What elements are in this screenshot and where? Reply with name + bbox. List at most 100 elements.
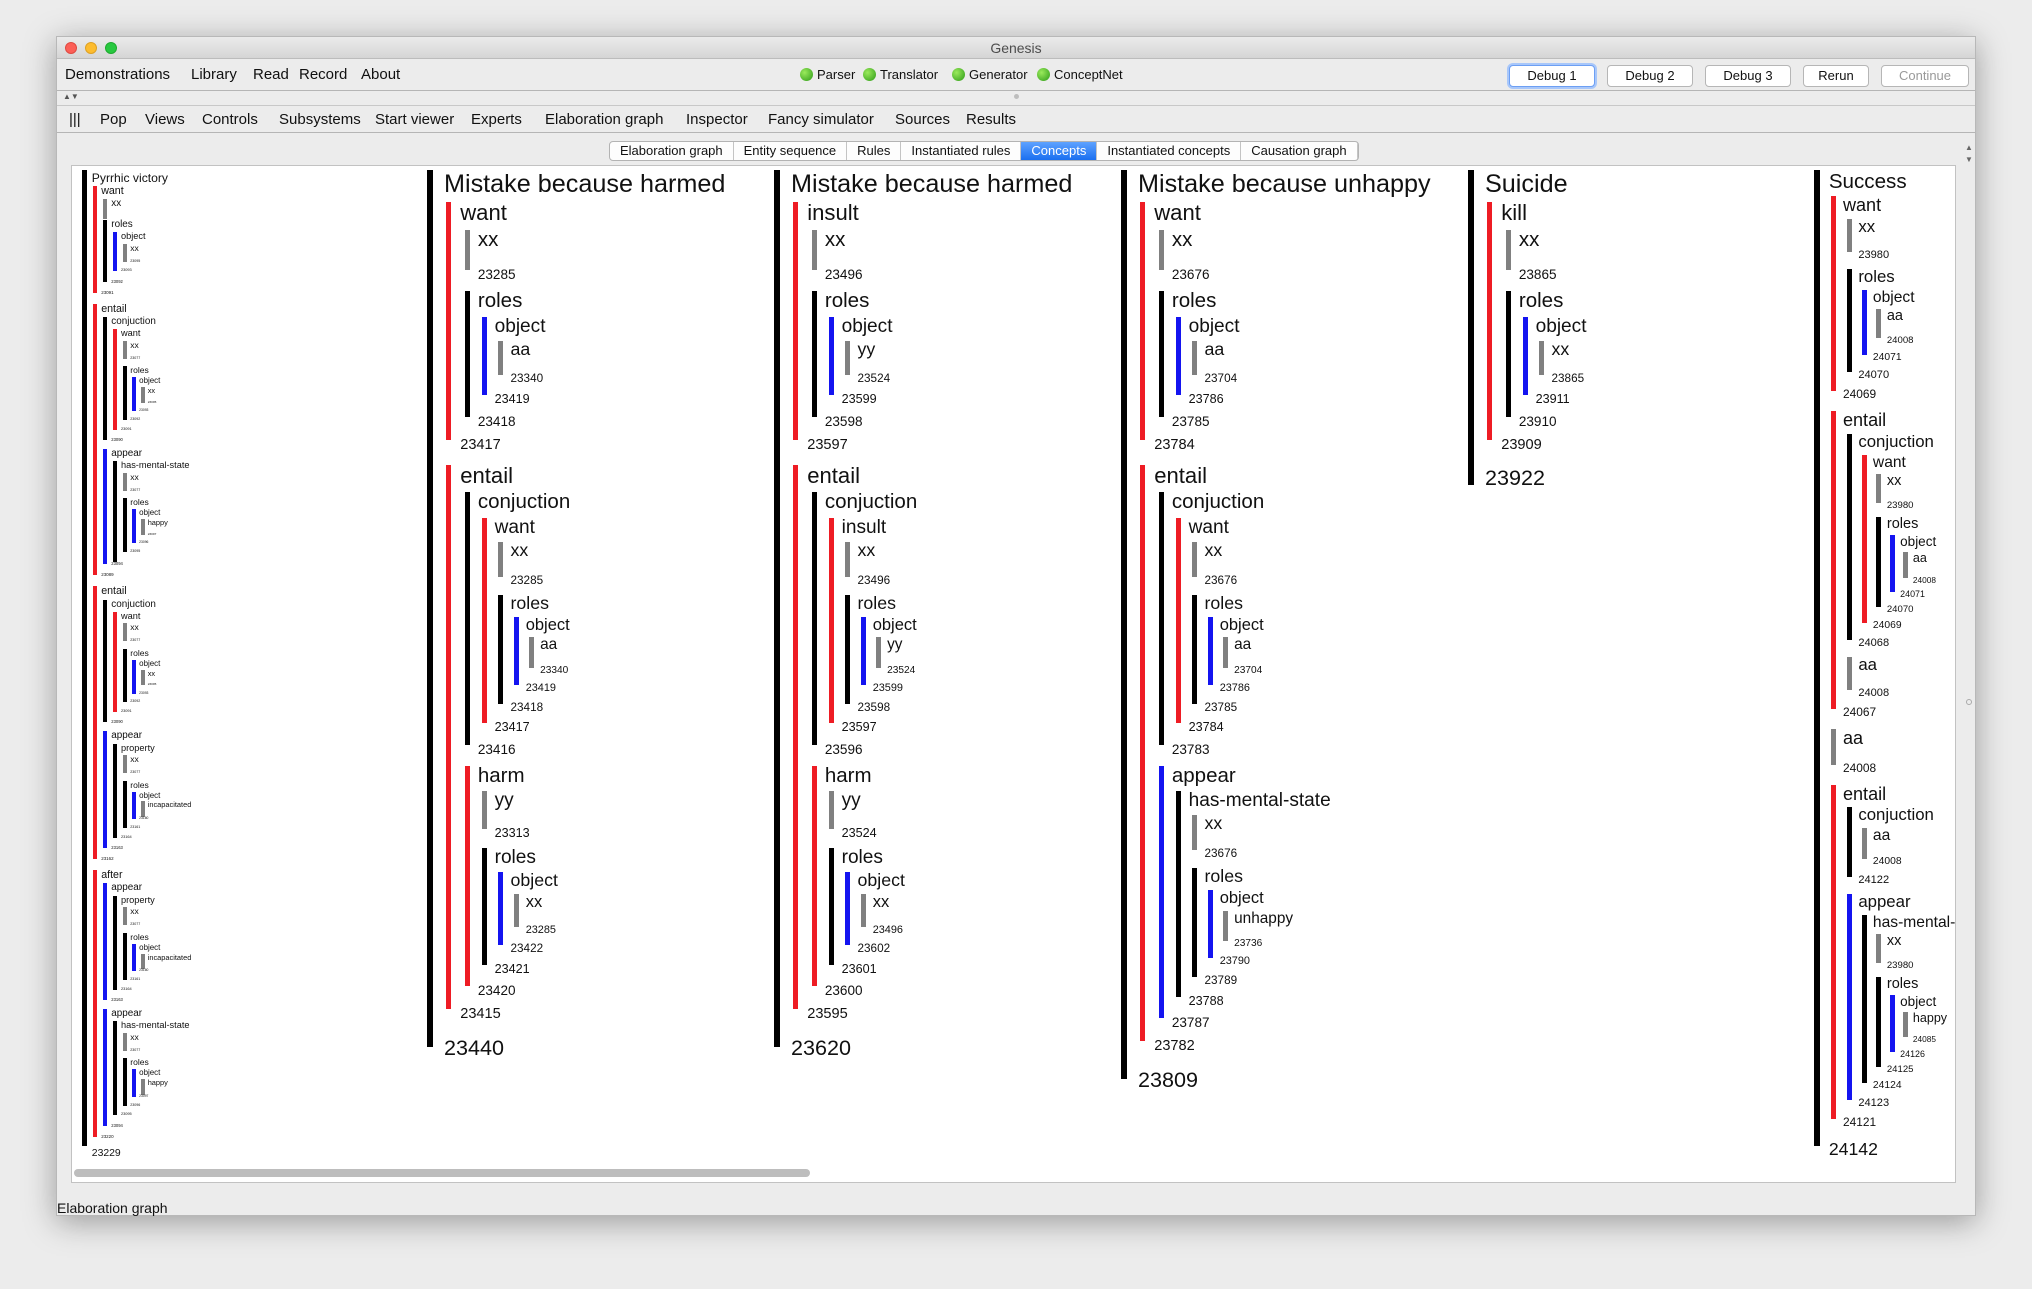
tree-node-label: conjuction xyxy=(111,316,156,328)
nav-sources[interactable]: Sources xyxy=(895,111,951,128)
menu-record[interactable]: Record xyxy=(299,66,348,83)
rerun-button[interactable]: Rerun xyxy=(1803,65,1869,87)
tree-bar-gray xyxy=(122,472,127,491)
menu-about[interactable]: About xyxy=(361,66,401,83)
tree-node-label: roles xyxy=(824,288,870,312)
minimize-window-button[interactable] xyxy=(85,42,97,54)
subtab-rules[interactable]: Rules xyxy=(847,142,902,160)
menu-library[interactable]: Library xyxy=(191,66,237,83)
tree-node-id: 23422 xyxy=(510,942,544,956)
menu-read[interactable]: Read xyxy=(253,66,289,83)
tree-node-id: 23415 xyxy=(460,1006,501,1023)
nav-experts[interactable]: Experts xyxy=(471,111,522,128)
tree-node-id: 24069 xyxy=(1872,619,1902,631)
tree-bar-blue xyxy=(1208,616,1214,686)
tree-bar-blue xyxy=(103,883,108,1001)
concept-title: Success xyxy=(1828,170,1907,193)
zoom-window-button[interactable] xyxy=(105,42,117,54)
tree-node-label: aa xyxy=(1204,338,1225,359)
nav-controls[interactable]: Controls xyxy=(202,111,258,128)
debug-2-button[interactable]: Debug 2 xyxy=(1607,65,1693,87)
tree-node-label: has-mental-state xyxy=(1188,790,1331,812)
tree-bar-blue xyxy=(1208,890,1214,959)
tree-bar-black xyxy=(481,848,487,966)
tree-node-label: property xyxy=(120,894,155,905)
tree-node-label: object xyxy=(139,376,161,386)
tree-node-label: object xyxy=(872,615,917,634)
tree-node-id: 23091 xyxy=(120,709,132,714)
tree-node-id: 23160 xyxy=(139,968,149,973)
tree-node-id: 23596 xyxy=(824,741,863,757)
tree-bar-black xyxy=(1158,290,1164,417)
vertical-scrollbar[interactable]: ▲ ▼ xyxy=(1963,141,1975,1185)
tree-node-id: 23595 xyxy=(807,1006,848,1023)
tree-node-id: 23420 xyxy=(477,983,516,999)
tree-node-id: 23788 xyxy=(1188,993,1224,1008)
tree-node-id: 23095 xyxy=(147,682,157,687)
tree-bar-blue xyxy=(131,791,136,820)
tree-bar-blue xyxy=(131,943,136,972)
menu-demonstrations[interactable]: Demonstrations xyxy=(65,66,171,83)
tree-bar-red xyxy=(1830,196,1836,391)
tree-node-label: want xyxy=(460,200,507,226)
tree-bar-gray xyxy=(1846,657,1852,691)
nav-fancy-simulator[interactable]: Fancy simulator xyxy=(768,111,874,128)
tree-node-id: 24070 xyxy=(1886,603,1914,615)
nav-inspector[interactable]: Inspector xyxy=(686,111,748,128)
tree-node-label: after xyxy=(101,869,123,882)
tree-bar-gray xyxy=(498,541,504,577)
tree-node-id: 23783 xyxy=(1171,741,1210,757)
nav-results[interactable]: Results xyxy=(966,111,1017,128)
debug-3-button[interactable]: Debug 3 xyxy=(1705,65,1791,87)
subtab-entity-sequence[interactable]: Entity sequence xyxy=(734,142,848,160)
tree-node-label: happy xyxy=(1912,1011,1948,1026)
tree-bar-red xyxy=(446,464,452,1010)
tree-bar-blue xyxy=(103,449,108,565)
tree-node-id: 23980 xyxy=(1858,249,1890,262)
concept-root-id: 23922 xyxy=(1485,465,1546,491)
tree-node-label: xx xyxy=(857,539,876,560)
tree-node-id: 23094 xyxy=(111,1122,123,1128)
tree-bar-black xyxy=(1158,492,1164,745)
horizontal-scrollbar[interactable] xyxy=(74,1168,1954,1178)
debug-1-button[interactable]: Debug 1 xyxy=(1509,65,1595,87)
tree-node-id: 23785 xyxy=(1171,413,1210,429)
close-window-button[interactable] xyxy=(65,42,77,54)
tree-bar-gray xyxy=(1192,541,1198,577)
horizontal-scroll-thumb[interactable] xyxy=(74,1169,810,1177)
generator-status-light-icon xyxy=(952,68,965,81)
nav-pop[interactable]: Pop xyxy=(100,111,127,128)
continue-button[interactable]: Continue xyxy=(1881,65,1969,87)
nav-subsystems[interactable]: Subsystems xyxy=(279,111,361,128)
tree-bar-black xyxy=(1505,290,1511,417)
panel-root-bar xyxy=(774,170,780,1048)
nav-start-viewer[interactable]: Start viewer xyxy=(375,111,455,128)
nav-menu-icon[interactable]: ||| xyxy=(69,111,81,128)
nav-elaboration-graph[interactable]: Elaboration graph xyxy=(545,111,664,128)
tree-bar-black xyxy=(113,743,118,838)
tree-bar-black xyxy=(464,492,470,745)
tree-node-label: xx xyxy=(130,471,139,482)
tree-node-label: incapacitated xyxy=(147,952,192,962)
tree-node-label: object xyxy=(1219,615,1264,634)
tree-node-id: 23601 xyxy=(841,962,877,977)
scroll-down-arrow-icon[interactable]: ▼ xyxy=(1965,155,1973,164)
subtab-instantiated-concepts[interactable]: Instantiated concepts xyxy=(1097,142,1242,160)
subtab-instantiated-rules[interactable]: Instantiated rules xyxy=(901,142,1022,160)
scroll-up-arrow-icon[interactable]: ▲ xyxy=(1965,143,1973,152)
tree-node-label: roles xyxy=(841,847,883,869)
tree-node-id: 23097 xyxy=(139,1093,149,1098)
tree-bar-blue xyxy=(828,316,834,396)
subtab-elaboration-graph[interactable]: Elaboration graph xyxy=(610,142,734,160)
collapse-arrows-icon[interactable]: ▲▼ xyxy=(63,92,79,101)
parser-status-light-icon xyxy=(800,68,813,81)
subtab-concepts[interactable]: Concepts xyxy=(1021,142,1098,160)
tree-node-id: 23524 xyxy=(857,372,891,386)
split-pane-divider[interactable]: ▲▼ xyxy=(57,92,1975,106)
subtab-causation-graph[interactable]: Causation graph xyxy=(1241,142,1358,160)
nav-views[interactable]: Views xyxy=(145,111,185,128)
tree-node-id: 23091 xyxy=(101,289,114,295)
tree-node-label: happy xyxy=(147,1078,168,1088)
tree-bar-gray xyxy=(498,340,504,376)
tree-node-label: xx xyxy=(111,197,122,209)
